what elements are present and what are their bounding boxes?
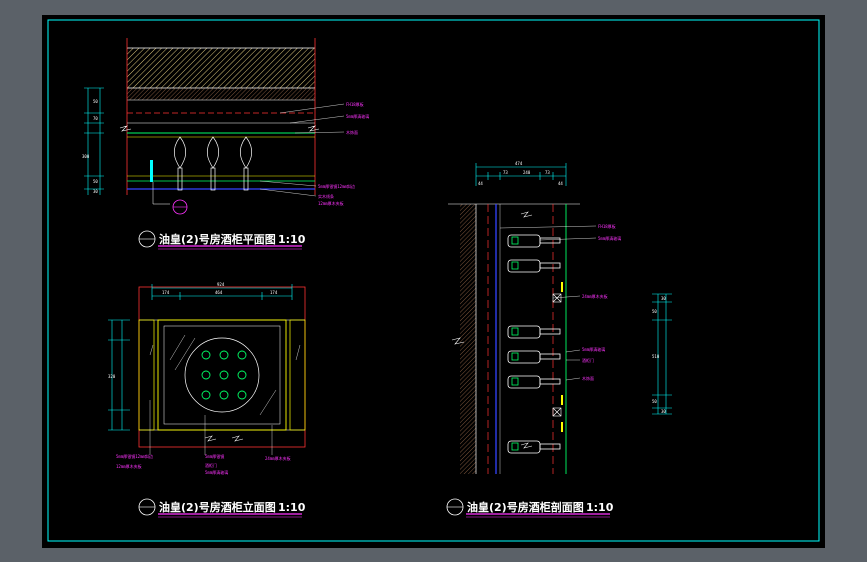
plan-note-6: 12mm厚木夹板 (318, 200, 344, 206)
section-dim-1: 44 (478, 181, 483, 186)
elev-left-panel (138, 319, 155, 431)
elev-note-2: 12mm厚木夹板 (116, 463, 142, 469)
section-yellow-marks (561, 282, 563, 432)
plan-dim-2: 70 (93, 116, 98, 121)
elev-dim-height: 320 (108, 374, 116, 379)
plan-dim-1: 50 (93, 99, 98, 104)
plan-dim-3: 300 (82, 154, 90, 159)
section-dim-4: 73 (545, 170, 550, 175)
bottle-2 (507, 259, 561, 273)
plan-dim-4: 50 (93, 179, 98, 184)
elev-bottle-holes (201, 350, 247, 400)
elev-note-3: 5mm厚银镜 (205, 453, 224, 459)
section-rdim-2: 50 (652, 309, 657, 314)
section-dim-5: 44 (558, 181, 563, 186)
plan-bottles (173, 136, 253, 191)
elev-wine-rack-circle (184, 337, 260, 413)
section-rdim-5: 30 (661, 409, 666, 414)
section-dim-total: 474 (515, 161, 523, 166)
elev-glass-reflections (149, 334, 301, 416)
elev-door-inner (163, 325, 281, 425)
section-dims-right (652, 293, 672, 415)
section-note-6: 木饰面 (582, 375, 594, 381)
plan-cyan-post (150, 160, 153, 182)
section-note-4: 5mm厚清玻璃 (582, 346, 605, 352)
section-scale: 1:10 (586, 501, 614, 514)
elev-note-4: 酒柜门 (205, 462, 217, 468)
elev-dims-left (108, 319, 130, 431)
elev-leaders (149, 400, 273, 455)
section-note-3: 24mm厚木夹板 (582, 293, 608, 299)
section-leaders (499, 225, 597, 381)
elev-dim-total: 924 (217, 282, 225, 287)
plan-title: 油皇(2)号房酒柜平面图 (159, 232, 276, 246)
bottle-3 (507, 325, 561, 339)
section-note-2: 5mm厚清玻璃 (598, 235, 621, 241)
plan-wall-hatch (127, 48, 315, 88)
section-wall-hatch (460, 204, 476, 474)
plan-note-4: 5mm厚银镜12mm斜边 (318, 183, 355, 189)
plan-view: 50 70 300 50 30 FH18厚板 5mm厚清玻璃 木饰面 5mm厚银… (82, 38, 369, 250)
plan-scale: 1:10 (278, 233, 306, 246)
drawing-frame (42, 15, 825, 548)
bottle-6 (507, 440, 561, 454)
drawing-border (47, 19, 820, 542)
elev-right-panel (289, 319, 306, 431)
section-rdim-1: 30 (661, 296, 666, 301)
section-note-1: FH18厚板 (598, 223, 616, 229)
section-bottles (507, 234, 561, 454)
elevation-view: 924 174 464 174 320 5mm厚银镜12mm斜边 12mm厚木夹… (108, 282, 306, 518)
elev-title: 油皇(2)号房酒柜立面图 (159, 500, 276, 514)
elev-note-1: 5mm厚银镜12mm斜边 (116, 453, 153, 459)
elev-dim-left: 174 (162, 290, 170, 295)
section-rdim-3: 510 (652, 354, 660, 359)
elev-scale: 1:10 (278, 501, 306, 514)
elev-note-6: 24mm厚木夹板 (265, 455, 291, 461)
section-view: 474 44 73 240 73 44 30 50 510 50 30 (446, 161, 672, 518)
elev-dim-mid: 464 (215, 290, 223, 295)
elev-dims-top (151, 284, 293, 300)
plan-note-2: 5mm厚清玻璃 (346, 113, 369, 119)
section-dim-3: 240 (523, 170, 531, 175)
bottle-5 (507, 375, 561, 389)
plan-note-3: 木饰面 (346, 129, 358, 135)
section-dims-top (475, 163, 567, 186)
elev-note-5: 5mm厚清玻璃 (205, 469, 228, 475)
plan-note-5: 实木线条 (318, 193, 334, 199)
section-title: 油皇(2)号房酒柜剖面图 (467, 500, 584, 514)
section-note-5: 酒柜门 (582, 357, 594, 363)
elev-dim-right: 174 (270, 290, 278, 295)
plan-dim-5: 30 (93, 189, 98, 194)
plan-dims-left (84, 87, 104, 195)
bottle-1 (507, 234, 561, 248)
elev-door-outer (157, 319, 287, 431)
plan-note-1: FH18厚板 (346, 101, 364, 107)
plan-leaders (259, 103, 345, 197)
bottle-4 (507, 350, 561, 364)
section-rdim-4: 50 (652, 399, 657, 404)
section-cross-blocks (552, 293, 562, 417)
section-dim-2: 73 (503, 170, 508, 175)
plan-stripe-band (127, 88, 315, 100)
